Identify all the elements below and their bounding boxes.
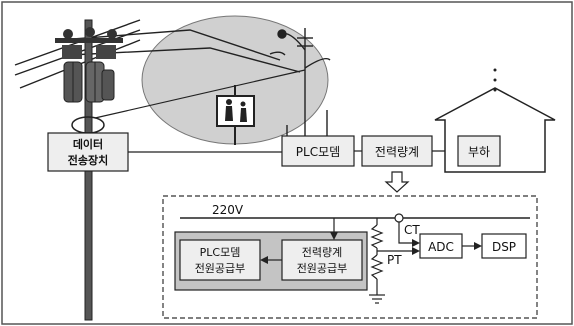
pt-resistor-lower — [370, 254, 384, 280]
pt-label: PT — [387, 253, 402, 267]
plc-modem-label: PLC모뎀 — [296, 145, 340, 159]
expand-down-arrow — [384, 171, 410, 193]
detail-box — [162, 195, 538, 319]
adc-box — [419, 233, 463, 259]
voltage-label: 220V — [212, 203, 244, 217]
overhead-lines — [14, 19, 301, 89]
data-device-label-1: 데이터 — [73, 137, 103, 151]
ct-to-adc-arrow — [412, 239, 420, 247]
pedestrian-sign-icon — [216, 85, 255, 145]
ground-icon — [369, 294, 385, 304]
pt-to-adc-arrow — [412, 247, 420, 255]
ct-sensor-icon — [394, 213, 404, 223]
meter-supply-label-1: 전력량계 — [302, 246, 342, 259]
supply-arrow-head — [260, 256, 268, 264]
ct-label: CT — [404, 223, 420, 237]
ellipsis-dots — [493, 68, 497, 92]
power-meter-label: 전력량계 — [375, 145, 419, 159]
load-label: 부하 — [468, 145, 490, 159]
plc-supply-box — [179, 239, 261, 281]
link-line — [94, 69, 306, 119]
adc-to-dsp-arrow — [474, 242, 482, 250]
data-device-box — [47, 132, 129, 172]
load-box — [457, 135, 501, 167]
dsp-label: DSP — [492, 240, 516, 254]
ct-to-adc-line — [398, 222, 412, 244]
dsp-box — [481, 233, 527, 259]
meter-supply-label-2: 전원공급부 — [297, 262, 348, 275]
pt-resistor-upper — [370, 224, 384, 249]
plc-supply-label-1: PLC모뎀 — [200, 246, 241, 259]
plc-supply-label-2: 전원공급부 — [195, 262, 246, 275]
data-device-label-2: 전송장치 — [68, 153, 108, 167]
feed-arrow-head — [330, 232, 338, 240]
adc-label: ADC — [428, 240, 454, 254]
